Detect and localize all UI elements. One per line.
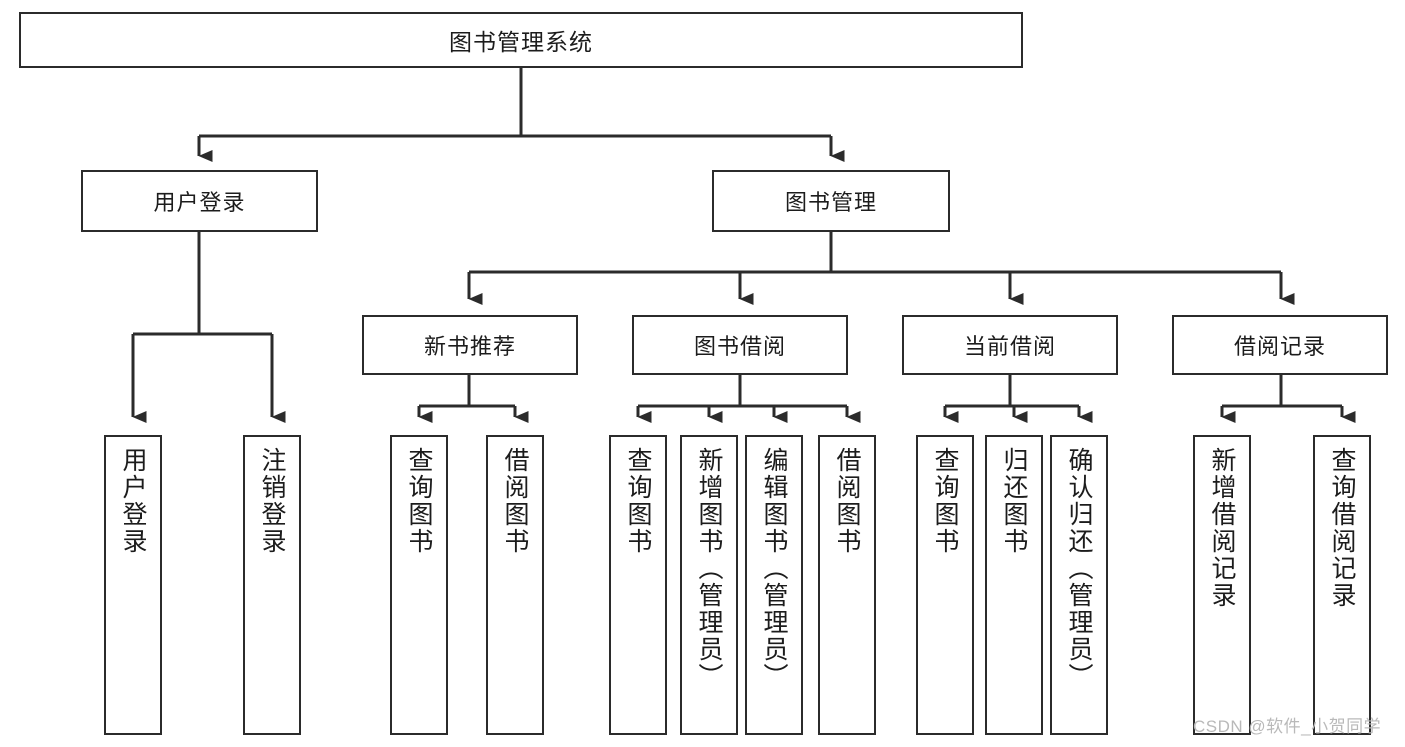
leaf-query-book-current[interactable]: 查询图书 (916, 435, 974, 735)
node-label: 查询图书 (931, 447, 959, 555)
leaf-add-borrow-record[interactable]: 新增借阅记录 (1193, 435, 1251, 735)
csdn-watermark: CSDN @软件_小贺同学 (1193, 717, 1382, 736)
node-label: 图书管理 (784, 190, 877, 215)
node-book-borrow[interactable]: 图书借阅 (632, 315, 848, 375)
node-label: 注销登录 (258, 447, 286, 555)
node-label: 当前借阅 (963, 334, 1056, 359)
node-label: 新增借阅记录 (1208, 447, 1236, 609)
node-label: 归还图书 (1000, 447, 1028, 555)
node-label: 查询借阅记录 (1328, 447, 1356, 609)
node-book-management[interactable]: 图书管理 (712, 170, 950, 232)
node-label: 新增图书（管理员） (695, 447, 723, 690)
leaf-user-login[interactable]: 用户登录 (104, 435, 162, 735)
node-root-system[interactable]: 图书管理系统 (19, 12, 1023, 68)
node-borrow-record[interactable]: 借阅记录 (1172, 315, 1388, 375)
leaf-return-book[interactable]: 归还图书 (985, 435, 1043, 735)
leaf-edit-book-admin[interactable]: 编辑图书（管理员） (745, 435, 803, 735)
node-label: 用户登录 (153, 190, 246, 215)
node-label: 查询图书 (405, 447, 433, 555)
node-label: 借阅图书 (833, 447, 861, 555)
node-label: 编辑图书（管理员） (760, 447, 788, 690)
node-label: 查询图书 (624, 447, 652, 555)
leaf-add-book-admin[interactable]: 新增图书（管理员） (680, 435, 738, 735)
leaf-query-borrow-record[interactable]: 查询借阅记录 (1313, 435, 1371, 735)
leaf-borrow-book-recommend[interactable]: 借阅图书 (486, 435, 544, 735)
node-user-login[interactable]: 用户登录 (81, 170, 318, 232)
leaf-query-book-recommend[interactable]: 查询图书 (390, 435, 448, 735)
node-label: 新书推荐 (423, 334, 516, 359)
leaf-borrow-book[interactable]: 借阅图书 (818, 435, 876, 735)
leaf-confirm-return-admin[interactable]: 确认归还（管理员） (1050, 435, 1108, 735)
node-label: 确认归还（管理员） (1065, 447, 1093, 690)
node-new-book-recommend[interactable]: 新书推荐 (362, 315, 578, 375)
leaf-query-book-borrow[interactable]: 查询图书 (609, 435, 667, 735)
node-label: 图书管理系统 (449, 29, 593, 55)
node-label: 用户登录 (119, 447, 147, 555)
node-label: 图书借阅 (693, 334, 786, 359)
node-label: 借阅图书 (501, 447, 529, 555)
leaf-user-logout[interactable]: 注销登录 (243, 435, 301, 735)
node-current-borrow[interactable]: 当前借阅 (902, 315, 1118, 375)
node-label: 借阅记录 (1233, 334, 1326, 359)
